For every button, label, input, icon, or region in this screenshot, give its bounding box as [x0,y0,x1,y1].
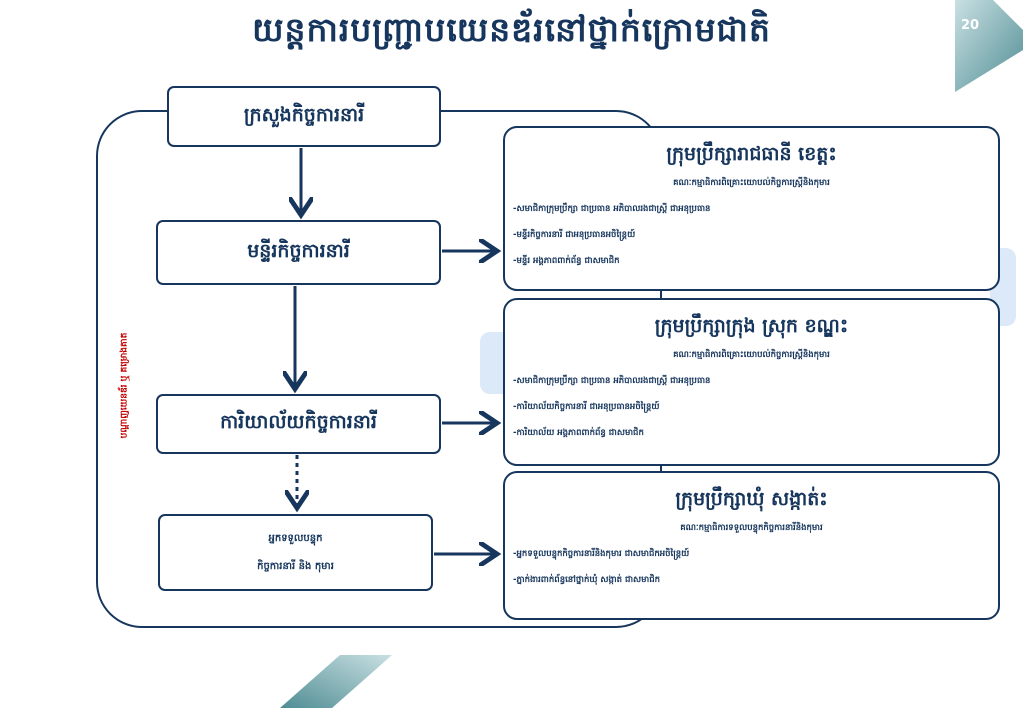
panel-title: ក្រុមប្រឹក្សាក្រុង ស្រុក ខណ្ឌះ [654,315,849,337]
panel-subtitle: គណៈកម្មាធិការពិគ្រោះយោបល់កិច្ចការស្ត្រីន… [673,350,830,360]
panel-line: -សមាជិកាក្រុមប្រឹក្សា ជាប្រធាន អភិបាលរងជ… [513,376,711,386]
focal-line-1: អ្នកទទួលបន្ទុក [268,532,323,544]
focal-line-2: កិច្ចការនារី និង កុមារ [257,560,334,572]
page-title: យន្តការបញ្ជ្រាបយេនឌ័រនៅថ្នាក់ក្រោមជាតិ [252,10,771,49]
bottom-decoration [280,655,392,708]
panel-line: -ភ្នាក់ងារពាក់ព័ន្ធនៅថ្នាក់ឃុំ សង្កាត់ ជ… [513,575,661,585]
panel-title: ក្រុមប្រឹក្សារាជធានី ខេត្តះ [666,143,837,165]
ministry-box: ក្រសួងកិច្ចការនារី [167,86,441,147]
district-council-panel: ក្រុមប្រឹក្សាក្រុង ស្រុក ខណ្ឌះ គណៈកម្មាធ… [503,298,1000,466]
corner-decoration [955,0,1023,92]
focal-person-box: អ្នកទទួលបន្ទុក កិច្ចការនារី និង កុមារ [158,514,433,591]
panel-line: -អ្នកទទួលបន្ទុកកិច្ចការនារីនិងកុមារ ជាសម… [513,549,690,559]
commune-council-panel: ក្រុមប្រឹក្សាឃុំ សង្កាត់ះ គណៈកម្មាធិការទ… [503,471,1000,620]
panel-line: -ការិយាល័យកិច្ចការនារី ជាអនុប្រធានអចិន្ត… [513,402,660,412]
panel-title: ក្រុមប្រឹក្សាឃុំ សង្កាត់ះ [675,488,828,510]
panel-subtitle: គណៈកម្មាធិការពិគ្រោះយោបល់កិច្ចការស្ត្រីន… [673,178,830,188]
panel-line: -សមាជិកាក្រុមប្រឹក្សា ជាប្រធាន អភិបាលរងជ… [513,204,711,214]
provincial-council-panel: ក្រុមប្រឹក្សារាជធានី ខេត្តះ គណៈកម្មាធិកា… [503,126,1000,291]
panel-subtitle: គណៈកម្មាធិការទទួលបន្ទុកកិច្ចការនារីនិងកុ… [680,523,823,533]
panel-line: -មន្ទីរកិច្ចការនារី ជាអនុប្រធានអចិន្ត្រៃ… [513,230,636,240]
panel-line: -ការិយាល័យ អង្គភាពពាក់ព័ន្ធ ជាសមាជិក [513,428,644,438]
office-box: ការិយាល័យកិច្ចការនារី [156,394,441,454]
panel-line: -មន្ទីរ អង្គភាពពាក់ព័ន្ធ ជាសមាជិក [513,256,620,266]
page-number: 20 [960,18,980,33]
department-box: មន្ទីរកិច្ចការនារី [156,220,441,285]
